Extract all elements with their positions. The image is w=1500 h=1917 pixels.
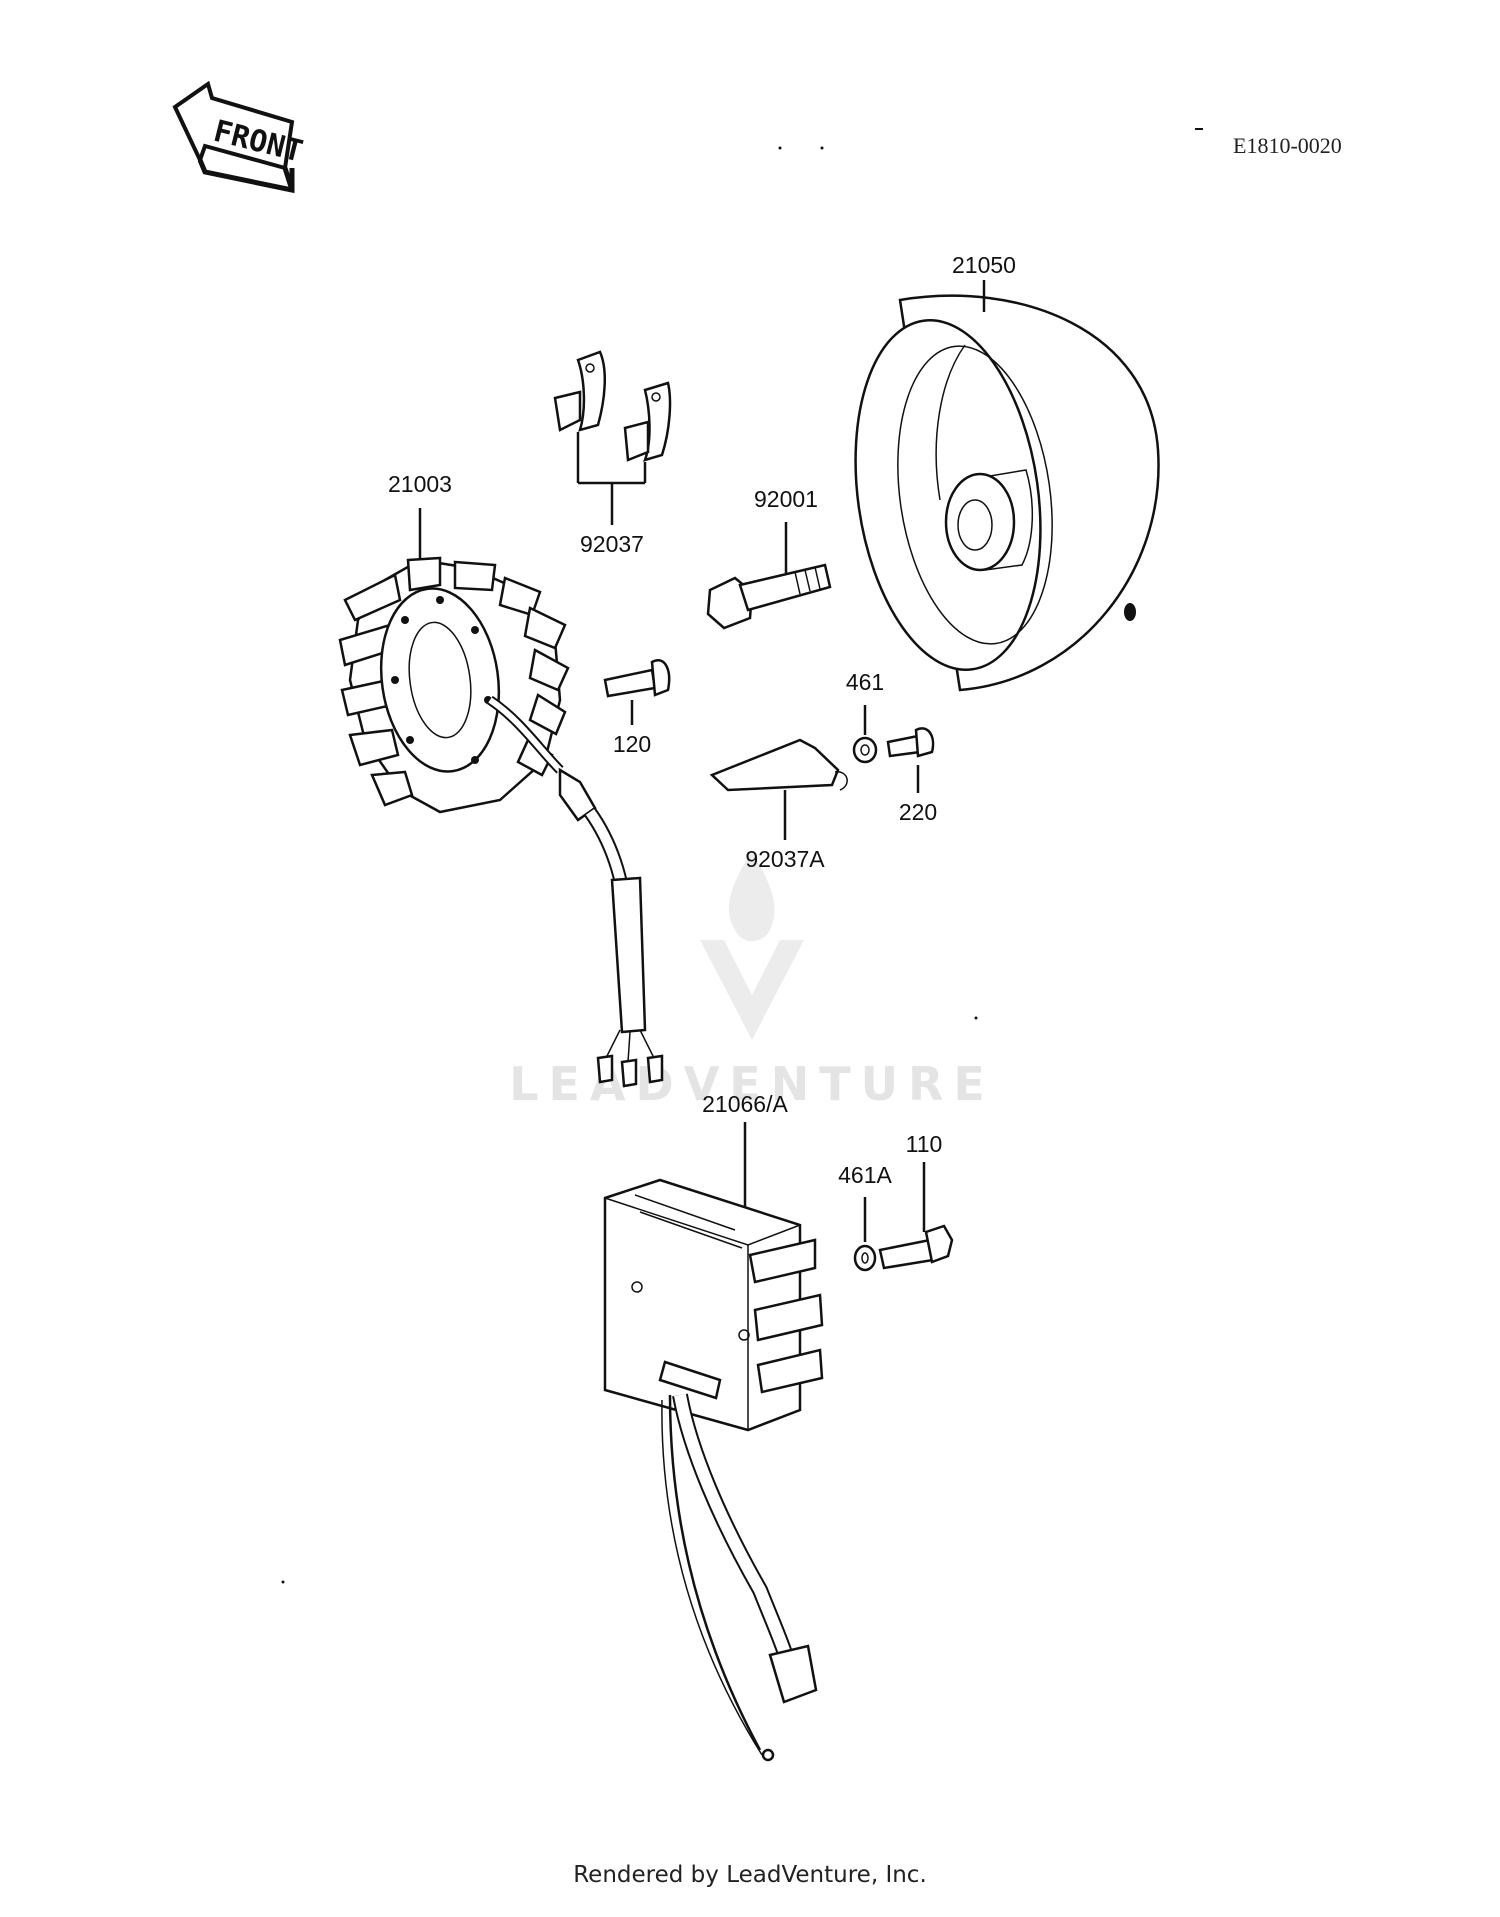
regulator-bolt — [878, 1162, 954, 1270]
stator — [338, 508, 664, 1088]
part-number-21003: 21003 — [388, 471, 452, 497]
front-direction-arrow: FRONT — [172, 80, 306, 194]
rendered-by-footer: Rendered by LeadVenture, Inc. — [573, 1862, 927, 1888]
regulator-rectifier — [603, 1122, 824, 1762]
part-number-21066a: 21066/A — [702, 1091, 788, 1117]
part-number-92037: 92037 — [580, 531, 644, 557]
watermark-brand: LEADVENTURE — [509, 1057, 995, 1111]
part-number-220: 220 — [899, 799, 937, 825]
diagram-code: E1810-0020 — [1233, 133, 1342, 158]
part-number-461a: 461A — [838, 1162, 892, 1188]
part-number-92001: 92001 — [754, 486, 818, 512]
part-number-110: 110 — [906, 1131, 943, 1157]
flywheel-rotor — [854, 280, 1160, 692]
stator-screw — [603, 659, 671, 725]
part-number-461: 461 — [846, 669, 884, 695]
part-number-21050: 21050 — [952, 252, 1016, 278]
regulator-washer — [853, 1197, 877, 1272]
lead-clamp-a — [709, 738, 848, 840]
part-number-92037a: 92037A — [745, 846, 825, 872]
lead-clamps — [553, 350, 672, 525]
clamp-screw — [886, 727, 935, 793]
leadventure-watermark: LEADVENTURE — [509, 850, 995, 1111]
part-number-120: 120 — [613, 731, 651, 757]
rotor-bolt — [706, 522, 832, 630]
washer — [852, 705, 878, 764]
